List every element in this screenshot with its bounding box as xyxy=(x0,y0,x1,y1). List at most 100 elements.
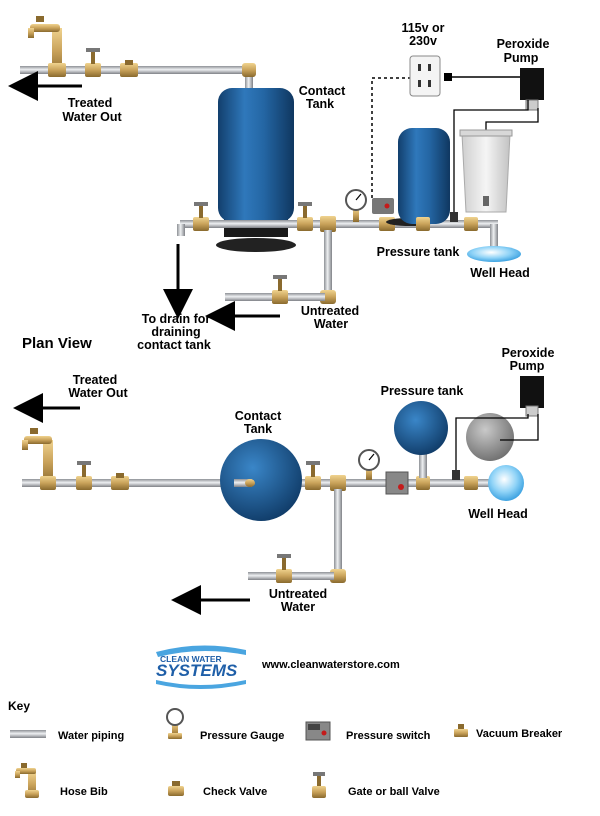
plan-pressure-tank xyxy=(394,401,448,455)
drain-label-3: contact tank xyxy=(137,338,211,352)
plan-tee xyxy=(330,475,346,491)
check-valve-icon xyxy=(111,473,129,490)
chemical-tank-lid xyxy=(459,129,513,137)
hose-bib-icon xyxy=(15,763,39,798)
well-pipe xyxy=(490,224,498,248)
untreated-label-1: Untreated xyxy=(301,304,359,318)
plan-fitting xyxy=(416,476,430,490)
brand-logo: CLEAN WATER SYSTEMS www.cleanwaterstore.… xyxy=(156,645,400,689)
vacuum-breaker-icon xyxy=(454,724,468,737)
plug-icon xyxy=(444,73,452,81)
elbow-top xyxy=(242,63,256,77)
untreated-label-2: Water xyxy=(314,317,348,331)
well-head xyxy=(467,246,521,262)
contact-tank-shadow xyxy=(216,238,296,252)
key-item-vacuum-breaker: Vacuum Breaker xyxy=(476,728,563,740)
gate-valve-icon xyxy=(85,48,101,77)
check-valve-icon xyxy=(120,60,138,77)
plan-pump-fitting xyxy=(525,405,539,417)
plan-pressure-label: Pressure tank xyxy=(381,384,464,398)
plan-injection-line xyxy=(455,414,529,472)
gate-valve-icon xyxy=(272,275,288,304)
plan-suction-line xyxy=(500,414,539,441)
outlet-label-1: 115v or xyxy=(401,21,444,35)
plan-injector xyxy=(452,470,460,480)
peroxide-pump xyxy=(520,68,544,100)
plan-tank-inlet xyxy=(234,479,252,487)
gate-valve-icon xyxy=(76,461,92,490)
gate-valve-icon xyxy=(276,554,292,583)
pump-label-2: Pump xyxy=(504,51,539,65)
key-item-pressure-switch: Pressure switch xyxy=(346,730,431,742)
drain-label-2: draining xyxy=(151,325,200,339)
plan-pump-label-1: Peroxide xyxy=(502,346,555,360)
outlet-label-2: 230v xyxy=(409,34,437,48)
plan-riser xyxy=(334,489,342,575)
pressure-gauge-icon xyxy=(358,449,380,480)
injector xyxy=(450,212,458,222)
treated-label-2: Water Out xyxy=(62,110,122,124)
electrical-outlet-icon xyxy=(409,55,441,97)
riser-untreated xyxy=(324,230,332,296)
fitting xyxy=(464,217,478,231)
plan-peroxide-pump xyxy=(520,376,544,408)
pressure-switch-icon xyxy=(305,721,331,741)
drain-label-1: To drain for xyxy=(142,312,211,326)
key-pipe-icon xyxy=(10,730,46,738)
treated-label-1: Treated xyxy=(68,96,112,110)
plan-contact-tank xyxy=(220,439,302,521)
contact-tank-label-2: Tank xyxy=(306,97,334,111)
key-item-pressure-gauge: Pressure Gauge xyxy=(200,730,284,742)
brand-line-2: SYSTEMS xyxy=(156,661,238,680)
tee-fitting xyxy=(320,216,336,232)
plan-fitting xyxy=(464,476,478,490)
treated-pipe-riser xyxy=(245,70,253,98)
foot-valve xyxy=(483,196,489,206)
plan-untreated-label-1: Untreated xyxy=(269,587,327,601)
main-pipe xyxy=(180,220,498,228)
contact-tank xyxy=(218,88,294,222)
brand-line-1: CLEAN WATER xyxy=(160,654,222,664)
elevation-view: Treated Water Out Contact Tank xyxy=(7,16,550,352)
pump-fitting xyxy=(525,99,539,111)
plan-treated-label-1: Treated xyxy=(73,373,117,387)
plan-contact-label-2: Tank xyxy=(244,422,272,436)
plan-treated-label-2: Water Out xyxy=(68,386,128,400)
gate-valve-icon xyxy=(305,461,321,490)
plan-chemical-tank xyxy=(466,413,514,461)
well-head-label: Well Head xyxy=(470,266,530,280)
gate-valve-icon xyxy=(193,202,209,231)
hose-bib-icon xyxy=(28,16,66,77)
power-cord xyxy=(371,77,412,198)
pump-label-1: Peroxide xyxy=(497,37,550,51)
key-item-hose-bib: Hose Bib xyxy=(60,786,108,798)
key-item-gate-valve: Gate or ball Valve xyxy=(348,786,440,798)
plan-pump-label-2: Pump xyxy=(510,359,545,373)
plan-view: Plan View Treated Water Out Contact Tank xyxy=(12,335,555,615)
pressure-switch-icon xyxy=(385,471,409,495)
fitting xyxy=(416,217,430,231)
plan-tank-stem xyxy=(419,450,427,478)
plan-view-title: Plan View xyxy=(22,335,92,352)
key-item-water-piping: Water piping xyxy=(58,730,124,742)
brand-url: www.cleanwaterstore.com xyxy=(261,659,400,671)
pressure-gauge-icon xyxy=(166,708,184,739)
plan-well-head xyxy=(488,465,524,501)
key-item-check-valve: Check Valve xyxy=(203,786,267,798)
pressure-tank-label: Pressure tank xyxy=(377,245,460,259)
plan-well-label: Well Head xyxy=(468,507,528,521)
check-valve-icon xyxy=(168,781,184,796)
injection-line xyxy=(453,100,529,218)
gate-valve-icon xyxy=(297,202,313,231)
pressure-tank xyxy=(398,128,450,224)
pressure-switch-icon xyxy=(372,198,394,214)
tank-outlet-pipe xyxy=(177,224,185,236)
contact-tank-label-1: Contact xyxy=(299,84,346,98)
key-legend: Key Water piping Pressure Gauge Pressure… xyxy=(8,699,563,798)
gate-valve-icon xyxy=(312,772,326,798)
plan-untreated-label-2: Water xyxy=(281,600,315,614)
hose-bib-icon xyxy=(22,428,56,490)
plan-tank-fitting xyxy=(245,479,255,487)
key-title: Key xyxy=(8,699,30,713)
